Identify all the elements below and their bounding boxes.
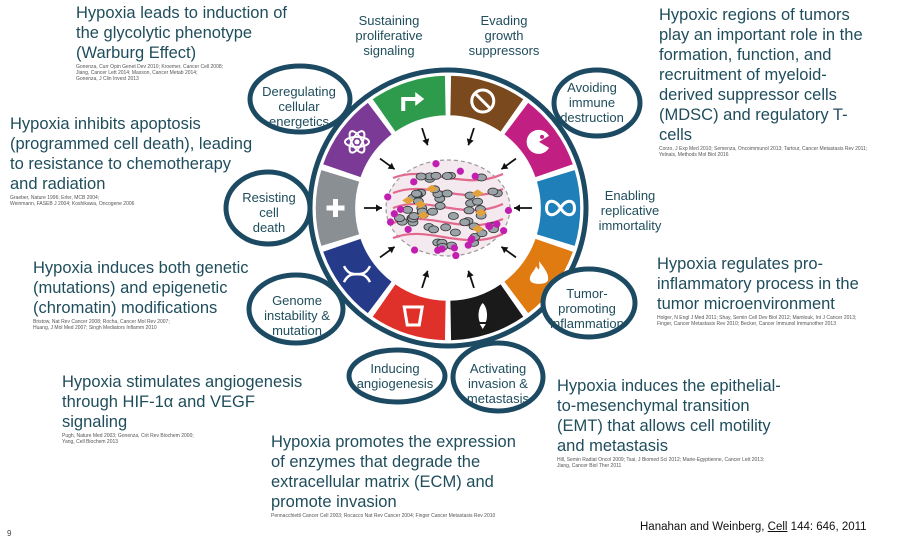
- apoptosis-block: Hypoxia inhibits apoptosis (programmed c…: [10, 114, 280, 207]
- hallmark-bubble: [540, 266, 638, 340]
- hallmark-label-evading: Evading growth suppressors: [468, 13, 540, 58]
- hallmark-label-energetics: Deregulating cellular energetics: [262, 84, 336, 129]
- warburg-effect-block: Hypoxia leads to induction of the glycol…: [76, 3, 326, 82]
- inflammatory-references: Holger, N Engl J Med 2011; Shay, Semin C…: [657, 315, 857, 327]
- wheel-segment-cup: [370, 282, 448, 342]
- hallmark-bubble: [246, 272, 346, 346]
- inflammatory-heading: Hypoxia regulates pro- inflammatory proc…: [657, 255, 859, 313]
- emt-heading: Hypoxia induces the epithelial- to-mesen…: [557, 377, 781, 455]
- wheel-segment-infinity: [535, 168, 582, 248]
- wheel-segment-rocket: [448, 282, 526, 342]
- hallmark-label-replicative: Enabling replicative immortality: [598, 188, 662, 233]
- mdsc-heading: Hypoxic regions of tumors play an import…: [659, 6, 863, 144]
- apoptosis-references: Graeber, Nature 1996; Erler, MCB 2004; W…: [10, 195, 135, 207]
- rocket-icon: [478, 302, 488, 329]
- citation-authors: Hanahan and Weinberg,: [640, 521, 768, 533]
- ecm-references: Pennacchietti Cancer Cell 2003; Rocacco …: [271, 513, 496, 519]
- angiogenesis-references: Pugh, Nature Med 2003; Gonenza, Crit Rev…: [62, 433, 194, 445]
- wheel-segment-arrow-up-right: [370, 74, 448, 134]
- hallmark-bubble: [223, 169, 313, 247]
- emt-block: Hypoxia induces the epithelial- to-mesen…: [557, 376, 812, 469]
- apoptosis-heading: Hypoxia inhibits apoptosis (programmed c…: [10, 115, 253, 193]
- citation-journal: Cell: [767, 521, 788, 533]
- emt-references: Hill, Semin Radiat Oncol 2009; Tsai, J B…: [557, 457, 765, 469]
- hallmark-label-inflammation: Tumor- promoting inflammation: [550, 286, 624, 331]
- hallmark-label-genome: Genome instability & mutation: [264, 293, 330, 338]
- hallmark-label-invasion: Activating invasion & metastasis: [466, 361, 530, 406]
- mdsc-block: Hypoxic regions of tumors play an import…: [659, 5, 899, 158]
- genetic-modifications-heading: Hypoxia induces both genetic (mutations)…: [33, 259, 249, 317]
- warburg-effect-references: Gonenza, Curr Opin Genet Dev 2010; Kroem…: [76, 64, 224, 82]
- hallmark-label-sustaining: Sustaining proliferative signaling: [355, 13, 423, 58]
- genetic-modifications-block: Hypoxia induces both genetic (mutations)…: [33, 258, 273, 331]
- page-number: 9: [7, 529, 12, 538]
- ecm-block: Hypoxia promotes the expression of enzym…: [271, 432, 551, 519]
- dna-helix-icon: [342, 265, 372, 283]
- arrow-up-right-icon: [401, 92, 425, 112]
- infinity-icon: [544, 199, 577, 217]
- warburg-effect-heading: Hypoxia leads to induction of the glycol…: [76, 4, 287, 62]
- ecm-heading: Hypoxia promotes the expression of enzym…: [271, 433, 516, 511]
- hallmark-label-angiogenesis: Inducing angiogenesis: [356, 361, 434, 391]
- no-entry-icon: [470, 88, 496, 114]
- pacman-icon: [526, 129, 550, 154]
- atom-icon: [343, 130, 370, 154]
- hallmark-bubble: [247, 63, 353, 135]
- hallmark-bubble: [450, 340, 546, 414]
- inflammatory-block: Hypoxia regulates pro- inflammatory proc…: [657, 254, 897, 327]
- source-citation: Hanahan and Weinberg, Cell 144: 646, 201…: [640, 521, 867, 533]
- hallmark-bubble: [551, 67, 643, 139]
- flame-icon: [529, 261, 549, 284]
- tumor-microenvironment-illustration: [384, 159, 513, 260]
- hallmark-bubble: [346, 347, 448, 405]
- hallmark-label-avoiding: Avoiding immune destruction: [560, 80, 624, 125]
- plus-icon: [326, 199, 345, 217]
- mdsc-references: Corzo, J Exp Med 2010; Semenza, Oncoimmu…: [659, 146, 868, 158]
- wheel-segment-dna-helix: [321, 236, 394, 316]
- hallmark-label-resisting: Resisting cell death: [242, 190, 296, 235]
- citation-detail: 144: 646, 2011: [787, 521, 867, 533]
- genetic-modifications-references: Bristow, Nat Rev Cancer 2008; Rocha, Can…: [33, 319, 170, 331]
- cup-icon: [402, 305, 425, 327]
- angiogenesis-block: Hypoxia stimulates angiogenesis through …: [62, 372, 337, 445]
- angiogenesis-heading: Hypoxia stimulates angiogenesis through …: [62, 373, 303, 431]
